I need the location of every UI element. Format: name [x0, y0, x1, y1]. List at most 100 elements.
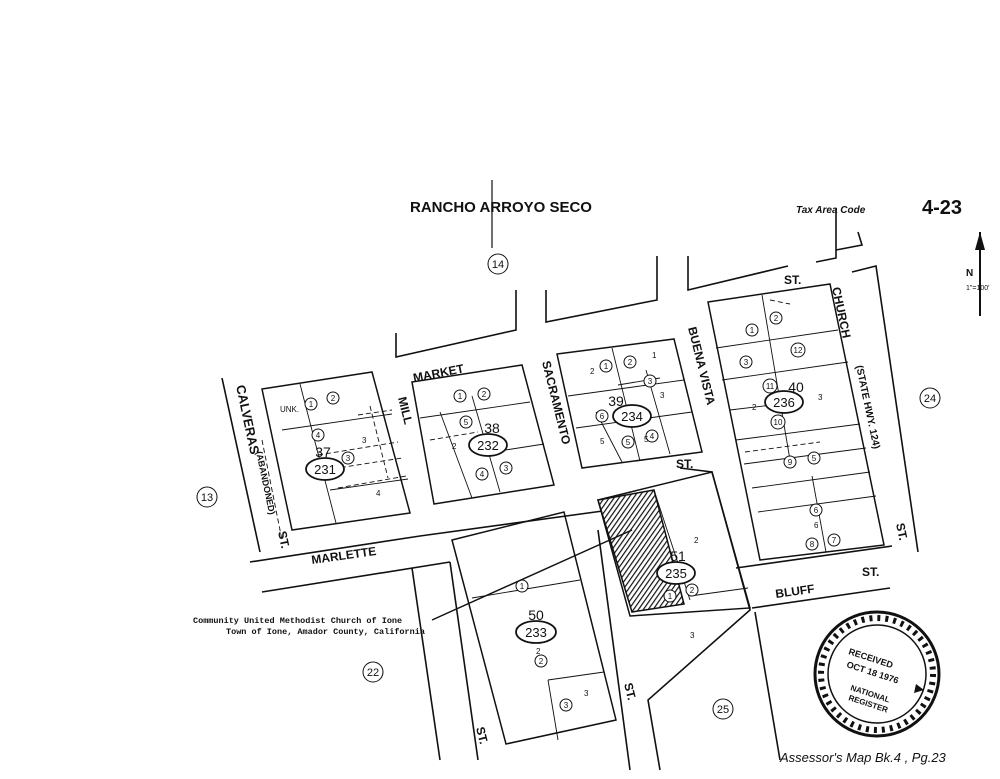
lot-label: 2: [752, 403, 757, 412]
assessor-map-reference: Assessor's Map Bk.4 , Pg.23: [779, 750, 947, 765]
lot-label: 11: [766, 382, 775, 391]
svg-text:25: 25: [717, 704, 729, 716]
lot-label: 3: [362, 436, 367, 445]
state-hwy-label: (STATE HWY. 124): [853, 364, 881, 450]
lot-label: 7: [832, 536, 837, 545]
received-stamp: RECEIVED OCT 18 1976 NATIONAL REGISTER: [813, 610, 941, 738]
lots-231: UNK. 1 2 4 3 3 4: [280, 391, 381, 498]
lot-label: 2: [590, 367, 595, 376]
lot-label: 10: [774, 418, 783, 427]
annotation-line-1: Community United Methodist Church of Ion…: [193, 616, 402, 626]
lot-label: 9: [788, 458, 793, 467]
lot-label: 2: [694, 536, 699, 545]
sacramento-st-lower-label: ST.: [621, 681, 639, 701]
lot-label: 6: [814, 506, 819, 515]
lot-label: 1: [668, 592, 673, 601]
marlette-street-label: MARLETTE: [310, 544, 377, 567]
svg-text:13: 13: [201, 492, 213, 504]
block-label-233: 50 233: [515, 607, 557, 644]
lot-label: 4: [376, 489, 381, 498]
lot-label: 5: [464, 418, 469, 427]
lot-label: 3: [690, 631, 695, 640]
lot-label: 3: [744, 358, 749, 367]
lot-label: 5: [626, 438, 631, 447]
lot-label: 3: [660, 391, 665, 400]
buena-vista-street-label: BUENA VISTA: [685, 325, 718, 406]
svg-text:232: 232: [477, 438, 499, 453]
lots-233: 1 2 2 3 3: [515, 579, 589, 712]
area-24: 24: [919, 387, 941, 409]
lot-label: 3: [818, 393, 823, 402]
lot-label: 4: [480, 470, 485, 479]
svg-text:22: 22: [367, 667, 379, 679]
lot-label: 1: [520, 582, 525, 591]
scale-note: 1"=100': [966, 285, 989, 292]
lot-label: 4: [316, 431, 321, 440]
area-13: 13: [196, 486, 218, 508]
block-label-234: 39 234: [608, 393, 652, 428]
block-label-236: 40 236: [764, 379, 804, 414]
st-bottom-label: ST.: [473, 725, 491, 745]
svg-text:234: 234: [621, 409, 643, 424]
lot-label: 5: [812, 454, 817, 463]
church-st-suffix: ST.: [893, 522, 910, 542]
lot-label: 1: [309, 400, 314, 409]
lot-label: 2: [331, 394, 336, 403]
top-st-label: ST.: [784, 273, 801, 287]
market-street-label: MARKET: [412, 361, 466, 385]
lot-label: 2: [452, 442, 457, 451]
lot-label: 2: [536, 647, 541, 656]
svg-text:50: 50: [528, 607, 544, 623]
lot-label: 1: [604, 362, 609, 371]
block-236: [707, 283, 885, 561]
svg-text:231: 231: [314, 462, 336, 477]
block-label-231: 37 231: [305, 444, 345, 481]
lot-label: UNK.: [280, 405, 299, 414]
lot-label: 6: [814, 521, 819, 530]
block-label-235: 51 235: [656, 548, 696, 585]
lot-label: 6: [600, 412, 605, 421]
bluff-street-label: BLUFF: [774, 582, 815, 601]
lot-label: 8: [810, 540, 815, 549]
annotation-leader-line: [431, 529, 633, 621]
tax-area-code-label: Tax Area Code: [796, 205, 866, 216]
lot-label: 3: [584, 689, 589, 698]
buena-vista-st-suffix: ST.: [676, 457, 693, 471]
map-number: 4-23: [922, 197, 962, 219]
lot-label: 2: [690, 586, 695, 595]
svg-text:40: 40: [788, 379, 804, 395]
mill-street-label: MILL: [395, 395, 415, 426]
svg-text:37: 37: [315, 444, 331, 460]
north-label: N: [966, 268, 973, 279]
lot-label: 3: [564, 701, 569, 710]
lot-label: 1: [750, 326, 755, 335]
svg-text:38: 38: [484, 420, 500, 436]
area-22: 22: [362, 661, 384, 683]
bluff-st-suffix: ST.: [862, 565, 879, 579]
church-street-label: CHURCH: [829, 286, 854, 340]
annotation-line-2: Town of Ione, Amador County, California: [226, 627, 425, 637]
lot-label: 12: [794, 346, 803, 355]
lot-label: 5: [644, 435, 649, 444]
lot-label: 2: [774, 314, 779, 323]
lots-234: 2 1 2 1 3 6 5 5 4 3 5: [590, 351, 665, 449]
calveras-st-suffix: ST.: [275, 530, 292, 550]
svg-text:233: 233: [525, 625, 547, 640]
lot-label: 1: [652, 351, 657, 360]
lot-label: 1: [458, 392, 463, 401]
abandoned-label: (ABANDONED): [254, 450, 277, 515]
lot-label: 5: [600, 437, 605, 446]
block-label-232: 38 232: [468, 420, 508, 457]
svg-text:51: 51: [670, 548, 686, 564]
area-25: 25: [712, 698, 734, 720]
lot-label: 2: [482, 390, 487, 399]
svg-text:235: 235: [665, 566, 687, 581]
rancho-arroyo-seco-label: RANCHO ARROYO SECO: [410, 199, 592, 216]
lot-label: 2: [628, 358, 633, 367]
street-lines: [221, 208, 919, 771]
svg-text:24: 24: [924, 393, 936, 405]
svg-text:236: 236: [773, 395, 795, 410]
svg-text:14: 14: [492, 259, 504, 271]
lot-label: 4: [650, 432, 655, 441]
